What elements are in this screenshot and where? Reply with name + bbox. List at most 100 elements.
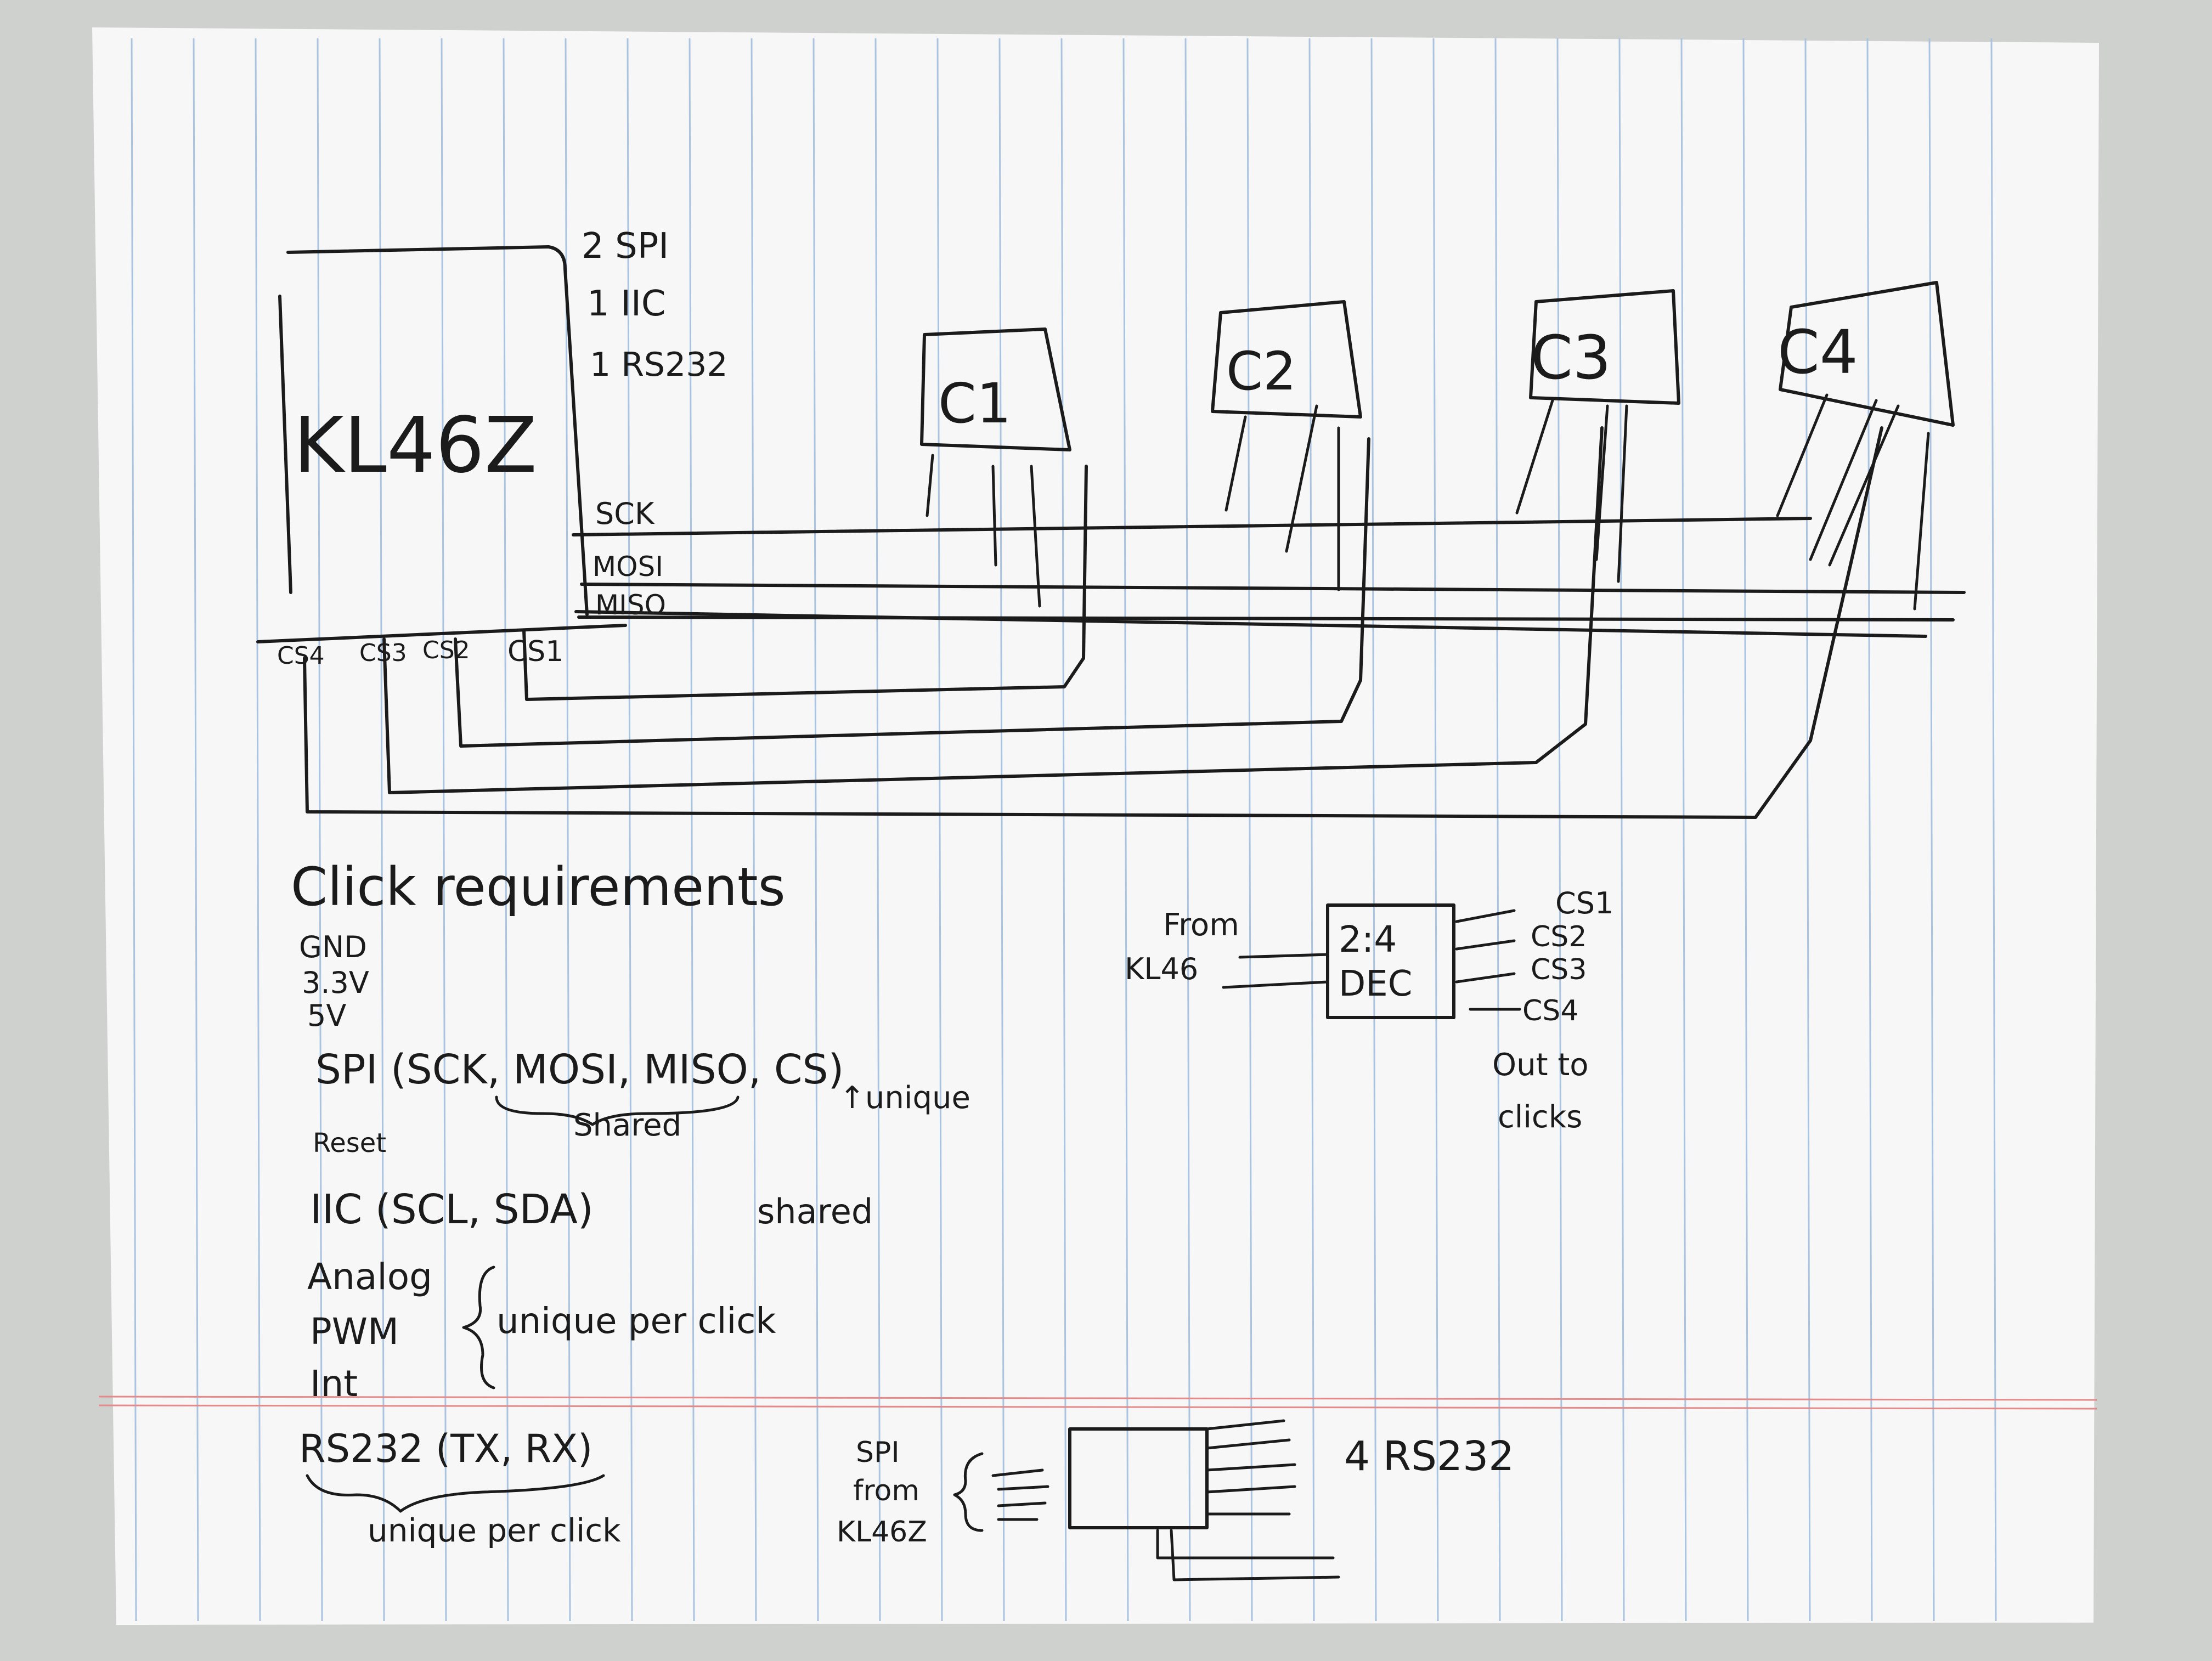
- click-c4-pins: [1776, 393, 1930, 611]
- click-c3-label: C3: [1531, 323, 1611, 393]
- rs232-requirement: RS232 (TX, RX): [299, 1426, 592, 1471]
- ruled-line: [1742, 38, 1749, 1622]
- ruled-line: [1556, 38, 1563, 1622]
- decoder-label: DEC: [1339, 964, 1412, 1004]
- reset-item: Reset: [313, 1128, 386, 1159]
- per-click-note: unique per click: [496, 1301, 776, 1342]
- kl46z-board-outline: [278, 245, 589, 616]
- decoder-from-label: From: [1163, 907, 1239, 943]
- per-click-brace: [462, 1265, 495, 1389]
- click-c2-outline: [1211, 300, 1362, 419]
- click-c1-outline: [920, 327, 1071, 451]
- ruled-line: [627, 38, 633, 1622]
- power-item: 3.3V: [302, 965, 369, 1000]
- decoder-output: CS1: [1555, 886, 1613, 920]
- ruled-line: [193, 38, 199, 1622]
- power-item: 5V: [307, 998, 346, 1033]
- click-c1-label: C1: [938, 371, 1011, 436]
- ruled-line: [1680, 38, 1687, 1622]
- click-c4-label: C4: [1778, 317, 1858, 387]
- ruled-line: [812, 38, 819, 1622]
- mosi-wire: [580, 583, 1966, 594]
- click-c4-outline: [1779, 281, 1955, 427]
- ruled-line: [998, 38, 1005, 1622]
- margin-line: [98, 1404, 2097, 1410]
- ruled-line: [1866, 38, 1873, 1622]
- ruled-line: [255, 38, 261, 1622]
- per-click-signal: PWM: [310, 1310, 399, 1353]
- decoder-inputs: [1222, 953, 1329, 989]
- per-click-signal: Analog: [307, 1256, 432, 1298]
- rs232-brace: [306, 1474, 605, 1513]
- ruled-line: [1804, 38, 1811, 1622]
- spi-requirement: SPI (SCK, MOSI, MISO, CS): [315, 1046, 844, 1093]
- ruled-line: [1184, 38, 1191, 1622]
- cs-label: CS1: [507, 635, 563, 668]
- decoder-out-note: Out to: [1492, 1047, 1589, 1083]
- spi-shared-note: Shared: [573, 1108, 681, 1143]
- cs-label: CS4: [277, 642, 325, 670]
- click-c2-pins: [1224, 404, 1340, 591]
- lower-bus-wire: [574, 610, 1927, 638]
- shared-brace: [495, 1095, 740, 1126]
- click-c2-label: C2: [1226, 341, 1296, 402]
- click-c1-pins: [926, 454, 1041, 608]
- sck-wire: [572, 517, 1812, 536]
- ruled-line: [1122, 38, 1129, 1622]
- click-c3-outline: [1529, 289, 1680, 405]
- ruled-line: [689, 38, 695, 1622]
- ruled-line: [441, 38, 447, 1622]
- paper-sheet: [92, 27, 2099, 1625]
- iic-requirement: IIC (SCL, SDA): [310, 1186, 594, 1233]
- ruled-line: [1308, 38, 1315, 1622]
- decoder-box: [1326, 903, 1455, 1019]
- mosi-label: MOSI: [592, 551, 663, 583]
- decoder-output: CS4: [1522, 995, 1578, 1027]
- ruled-line: [379, 38, 385, 1622]
- sck-label: SCK: [595, 496, 655, 531]
- spi-unique-note: ↑unique: [839, 1080, 970, 1116]
- cs3-wire: [382, 426, 1604, 794]
- expander-input-label: SPI: [856, 1436, 900, 1469]
- ruled-line: [503, 38, 509, 1622]
- ruled-line: [1990, 38, 1997, 1622]
- decoder-label: 2:4: [1339, 918, 1397, 961]
- board-name: KL46Z: [294, 401, 537, 490]
- expander-input-lines: [991, 1468, 1049, 1521]
- power-item: GND: [299, 930, 367, 964]
- ruled-line: [874, 38, 881, 1622]
- expander-output-lines: [1156, 1419, 1340, 1581]
- cs-label: CS2: [422, 636, 470, 664]
- board-feature: 2 SPI: [582, 226, 669, 267]
- ruled-lines: [131, 38, 1997, 1622]
- decoder-output: CS2: [1531, 920, 1587, 953]
- per-click-signal: Int: [310, 1363, 358, 1405]
- expander-box: [1068, 1427, 1209, 1529]
- requirements-title: Click requirements: [291, 856, 786, 918]
- ruled-line: [1370, 38, 1377, 1622]
- cs1-wire: [522, 465, 1088, 701]
- board-feature: 1 RS232: [590, 346, 728, 384]
- board-feature: 1 IIC: [587, 284, 666, 324]
- miso-wire: [577, 615, 1955, 622]
- ruled-line: [936, 38, 943, 1622]
- iic-shared-note: shared: [757, 1191, 873, 1231]
- ruled-line: [1618, 38, 1625, 1622]
- ruled-line: [751, 38, 757, 1622]
- ruled-line: [1246, 38, 1253, 1622]
- ruled-line: [131, 38, 137, 1622]
- expander-output-label: 4 RS232: [1344, 1433, 1514, 1480]
- margin-line: [98, 1396, 2097, 1401]
- board-bottom-line: [256, 624, 627, 643]
- ruled-line: [1060, 38, 1067, 1622]
- expander-input-label: KL46Z: [837, 1516, 927, 1549]
- ruled-line: [1494, 38, 1501, 1622]
- cs2-wire: [454, 437, 1370, 748]
- decoder-output: CS3: [1531, 953, 1587, 986]
- expander-input-label: from: [853, 1474, 919, 1507]
- expander-brace: [953, 1452, 984, 1532]
- click-c3-pins: [1515, 399, 1628, 583]
- ruled-line: [317, 38, 323, 1622]
